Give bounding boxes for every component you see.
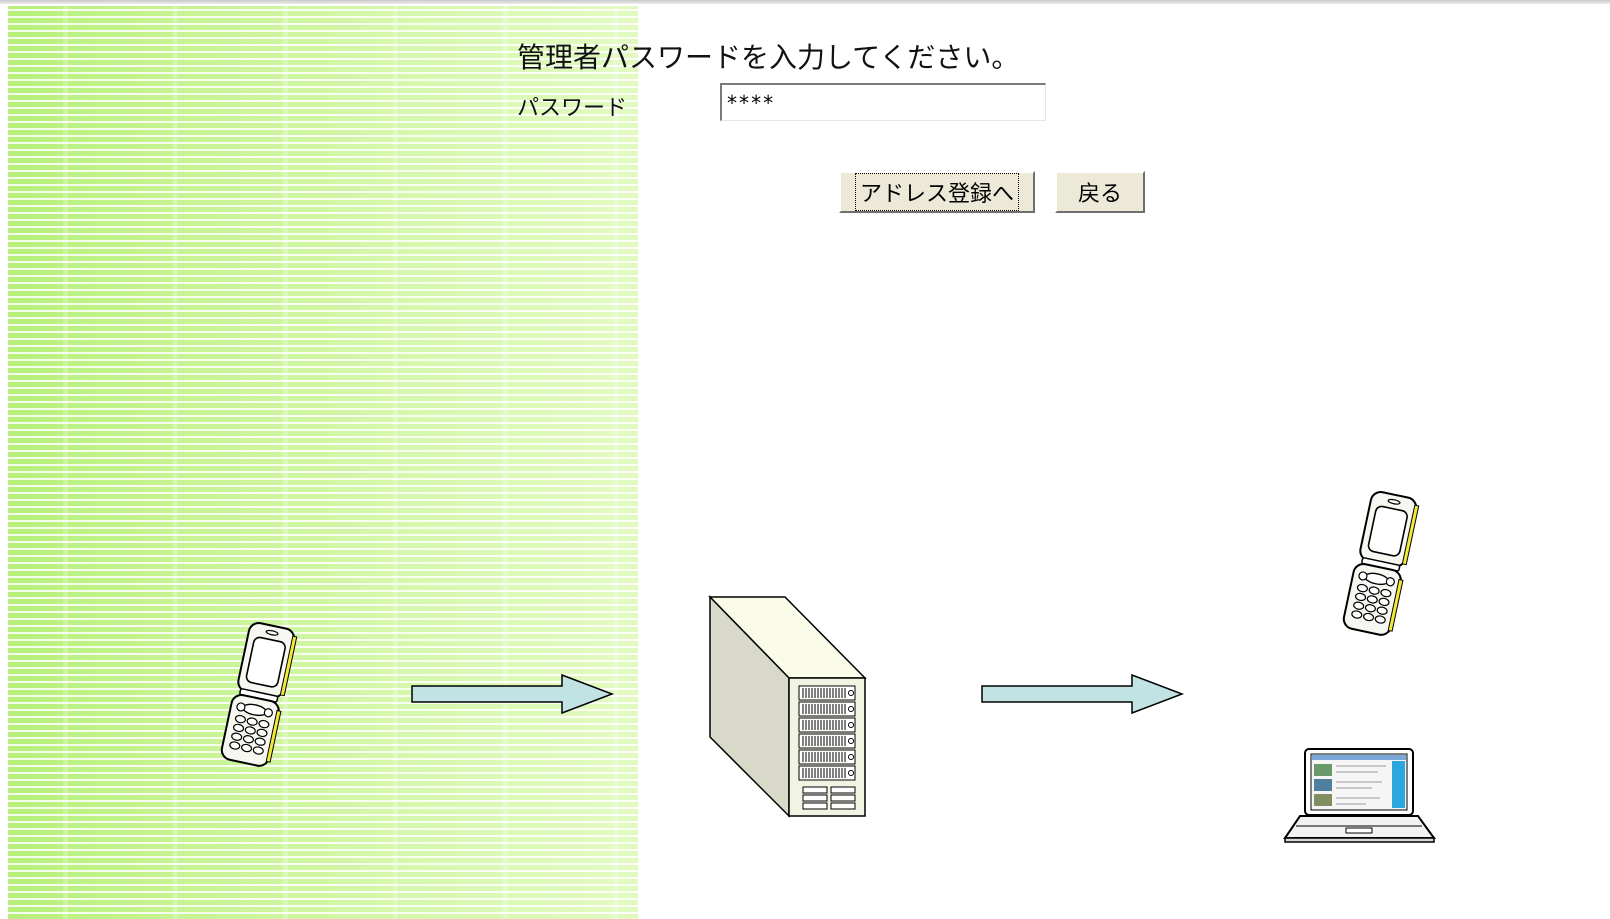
decorative-stripe-panel	[8, 6, 638, 919]
decorative-stripe-overlay	[8, 6, 638, 919]
page-title: 管理者パスワードを入力してください。	[517, 41, 1020, 74]
back-button[interactable]: 戻る	[1055, 171, 1145, 213]
mobile-phone-icon	[220, 622, 298, 767]
address-registration-button-label: アドレス登録へ	[854, 173, 1020, 211]
mobile-phone-icon	[1342, 491, 1420, 636]
address-registration-button[interactable]: アドレス登録へ	[839, 171, 1035, 213]
password-label: パスワード	[517, 96, 628, 121]
window-top-border	[0, 0, 1610, 4]
password-field[interactable]	[720, 83, 1046, 121]
back-button-label: 戻る	[1077, 182, 1122, 207]
laptop-icon	[1283, 748, 1436, 843]
right-arrow-icon	[411, 673, 615, 715]
server-icon	[708, 595, 867, 818]
right-arrow-icon	[981, 673, 1185, 715]
